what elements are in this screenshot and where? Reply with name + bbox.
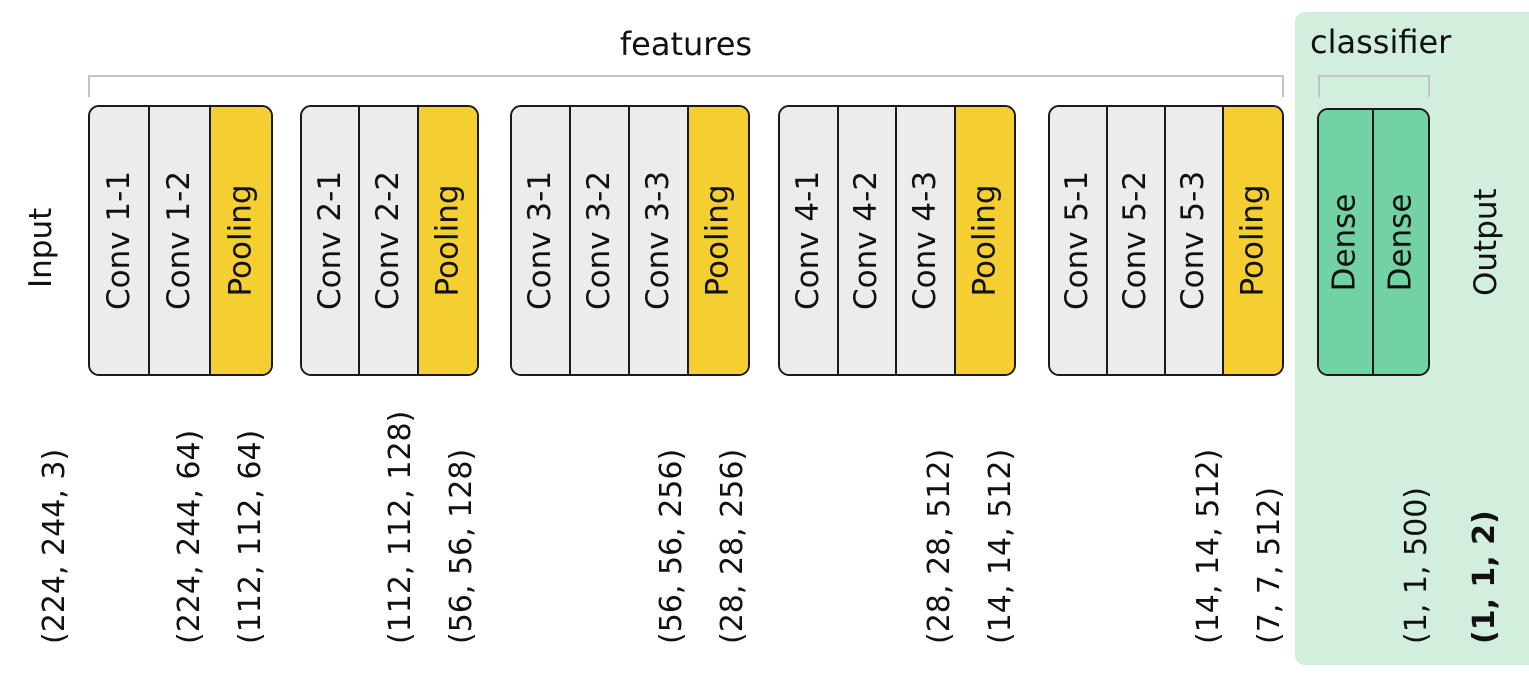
pooling-layer-cell[interactable]: Pooling [1224, 107, 1282, 374]
conv-layer-cell[interactable]: Conv 3-1 [512, 107, 571, 374]
pooling-layer-cell[interactable]: Pooling [955, 107, 1014, 374]
conv-block-2: Conv 2-1 Conv 2-2 Pooling [300, 105, 479, 376]
layer-label: Conv 2-2 [370, 170, 406, 311]
features-bracket [88, 75, 1284, 97]
tensor-shape-label: (1, 1, 500) [1399, 487, 1434, 644]
pooling-layer-cell[interactable]: Pooling [210, 107, 271, 374]
layer-label: Conv 5-2 [1117, 170, 1154, 311]
layer-label: Conv 1-2 [161, 170, 197, 311]
conv-layer-cell[interactable]: Conv 4-2 [838, 107, 897, 374]
layer-label: Pooling [429, 184, 466, 297]
tensor-shape-label: (14, 14, 512) [983, 448, 1018, 644]
dense-layer-cell[interactable]: Dense [1373, 110, 1428, 374]
conv-block-3: Conv 3-1 Conv 3-2 Conv 3-3 Pooling [510, 105, 750, 376]
tensor-shape-label: (112, 112, 128) [383, 410, 418, 644]
conv-layer-cell[interactable]: Conv 3-2 [571, 107, 630, 374]
tensor-shape-label: (112, 112, 64) [233, 429, 268, 644]
input-label: Input [23, 207, 59, 288]
tensor-shape-label: (56, 56, 256) [654, 448, 689, 644]
layer-label: Conv 4-3 [906, 170, 943, 311]
conv-layer-cell[interactable]: Conv 4-1 [780, 107, 839, 374]
tensor-shape-label: (56, 56, 128) [444, 448, 479, 644]
conv-layer-cell[interactable]: Conv 5-3 [1166, 107, 1224, 374]
layer-label: Conv 3-3 [640, 170, 676, 311]
layer-label: Conv 2-1 [311, 170, 348, 311]
conv-block-4: Conv 4-1 Conv 4-2 Conv 4-3 Pooling [778, 105, 1016, 376]
conv-layer-cell[interactable]: Conv 1-2 [150, 107, 211, 374]
tensor-shape-label: (28, 28, 512) [922, 448, 957, 644]
layer-label: Conv 3-1 [522, 170, 558, 311]
conv-layer-cell[interactable]: Conv 3-3 [630, 107, 689, 374]
layer-label: Conv 3-2 [581, 170, 617, 311]
conv-layer-cell[interactable]: Conv 5-1 [1050, 107, 1108, 374]
layer-label: Conv 1-1 [100, 170, 137, 311]
layer-label: Conv 4-2 [848, 170, 885, 311]
conv-block-1: Conv 1-1 Conv 1-2 Pooling [88, 105, 273, 376]
layer-label: Pooling [966, 184, 1003, 297]
layer-label: Dense [1326, 193, 1363, 291]
tensor-shape-label: (7, 7, 512) [1252, 487, 1287, 644]
features-section-title: features [619, 25, 753, 63]
classifier-section-title: classifier [1310, 23, 1452, 61]
conv-layer-cell[interactable]: Conv 2-1 [302, 107, 361, 374]
conv-layer-cell[interactable]: Conv 5-2 [1108, 107, 1166, 374]
layer-label: Conv 5-1 [1059, 170, 1096, 311]
conv-layer-cell[interactable]: Conv 1-1 [90, 107, 151, 374]
tensor-shape-label: (28, 28, 256) [715, 448, 750, 644]
layer-label: Pooling [700, 184, 737, 297]
dense-block: Dense Dense [1317, 108, 1430, 376]
conv-block-5: Conv 5-1 Conv 5-2 Conv 5-3 Pooling [1048, 105, 1284, 376]
layer-label: Dense [1382, 193, 1419, 291]
dense-layer-cell[interactable]: Dense [1319, 110, 1374, 374]
pooling-layer-cell[interactable]: Pooling [418, 107, 477, 374]
pooling-layer-cell[interactable]: Pooling [689, 107, 748, 374]
conv-layer-cell[interactable]: Conv 4-3 [897, 107, 956, 374]
layer-label: Pooling [1234, 184, 1271, 297]
classifier-bracket [1318, 75, 1430, 97]
tensor-shape-label: (224, 244, 64) [172, 429, 207, 644]
layer-label: Conv 4-1 [789, 170, 826, 311]
tensor-shape-label: (14, 14, 512) [1191, 448, 1226, 644]
conv-layer-cell[interactable]: Conv 2-2 [360, 107, 419, 374]
layer-label: Conv 5-3 [1175, 170, 1212, 311]
tensor-shape-label: (224, 244, 3) [37, 448, 72, 644]
layer-label: Pooling [222, 184, 259, 297]
output-label: Output [1468, 188, 1504, 296]
tensor-shape-label: (1, 1, 2) [1467, 510, 1502, 644]
